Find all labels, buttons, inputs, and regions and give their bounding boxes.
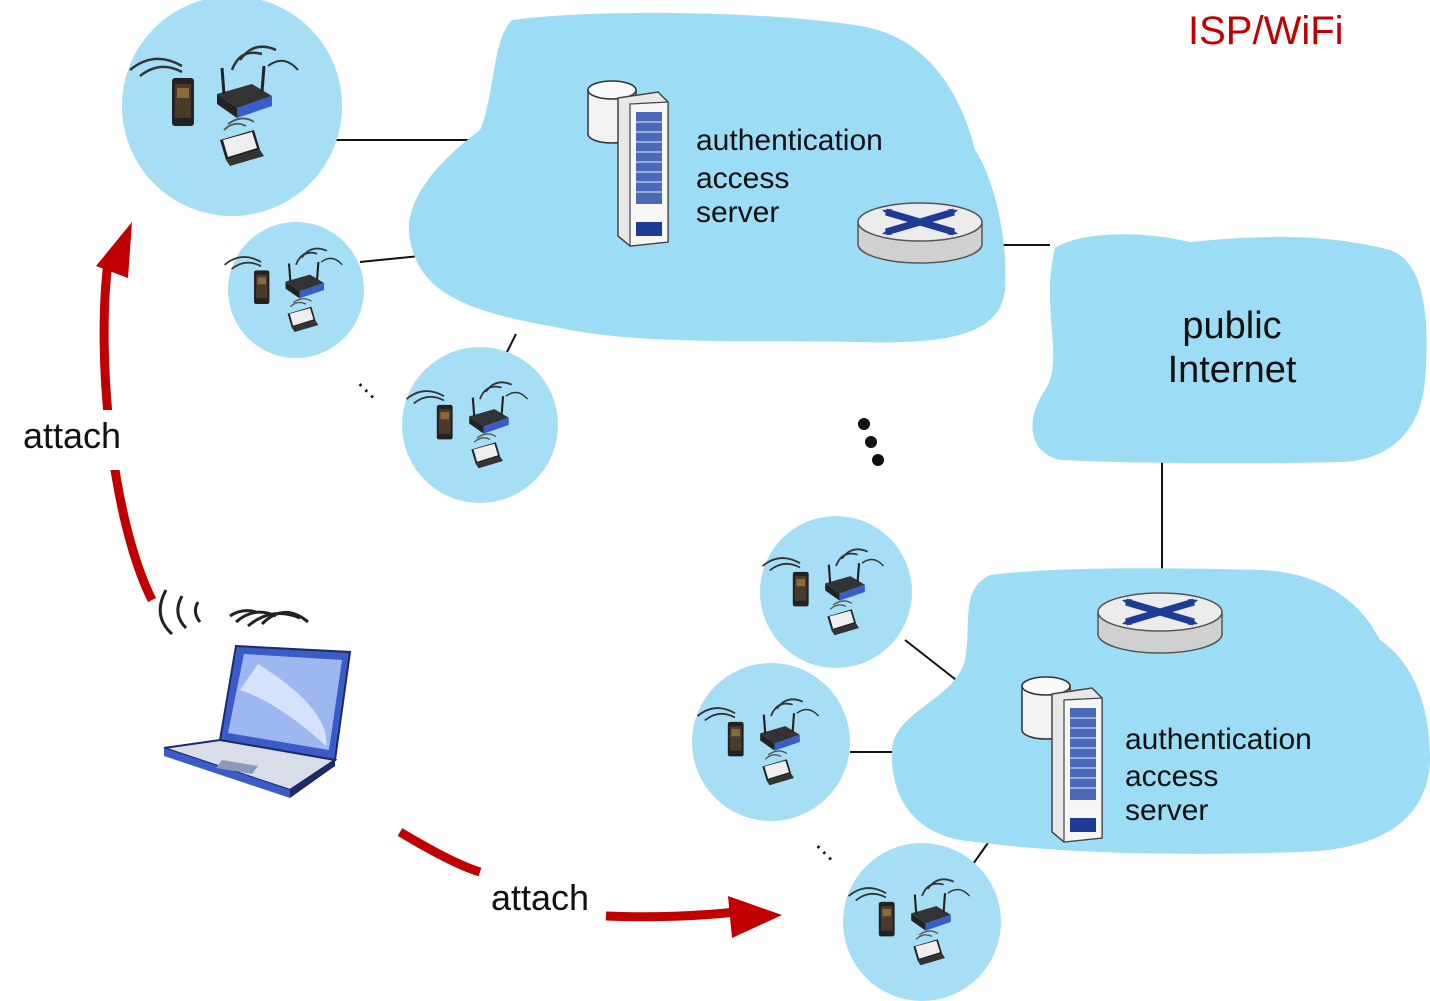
laptop-icon: [163, 644, 352, 798]
ellipsis-small: …: [810, 828, 850, 868]
attach-label-up: attach: [23, 415, 121, 456]
server-label-top: authentication access server: [696, 124, 883, 229]
server-label-line: server: [1125, 794, 1208, 827]
hotspot-icon: [760, 516, 912, 668]
server-label-bottom: authentication access server: [1125, 723, 1312, 827]
internet-label: public Internet: [1168, 305, 1297, 391]
ellipsis-dot: [872, 454, 884, 466]
arrow-label-mask: [6, 410, 140, 470]
hotspot-icon: [692, 663, 850, 821]
isp-cloud-top: [408, 12, 1006, 343]
router-icon: [858, 203, 982, 263]
router-icon: [1098, 593, 1222, 653]
internet-label-line: Internet: [1168, 349, 1297, 391]
link-hotspot2-isp: [359, 255, 421, 263]
internet-cloud: [1032, 234, 1427, 464]
attach-arrow-right: [397, 828, 782, 938]
hotspot-icon: [122, 0, 342, 216]
internet-label-line: public: [1182, 305, 1281, 347]
hotspot-icon: [843, 843, 1001, 1001]
server-label-line: server: [696, 196, 779, 229]
ellipsis-dot: [858, 418, 870, 430]
hotspot-icon: [402, 347, 558, 503]
ellipsis-dot: [865, 436, 877, 448]
server-label-line: access: [1125, 760, 1218, 793]
ellipsis-dots: [858, 418, 884, 466]
server-label-line: authentication: [1125, 723, 1312, 756]
isp-cloud-bottom: [891, 568, 1430, 854]
link-hotspot4-isp: [904, 639, 961, 684]
diagram-title: ISP/WiFi: [1188, 9, 1344, 53]
server-label-line: authentication: [696, 124, 883, 157]
server-label-line: access: [696, 162, 789, 195]
wifi-signal-icon: [158, 589, 309, 636]
ellipsis-small: …: [352, 366, 392, 406]
attach-label-right: attach: [491, 877, 589, 918]
hotspot-icon: [223, 222, 364, 358]
